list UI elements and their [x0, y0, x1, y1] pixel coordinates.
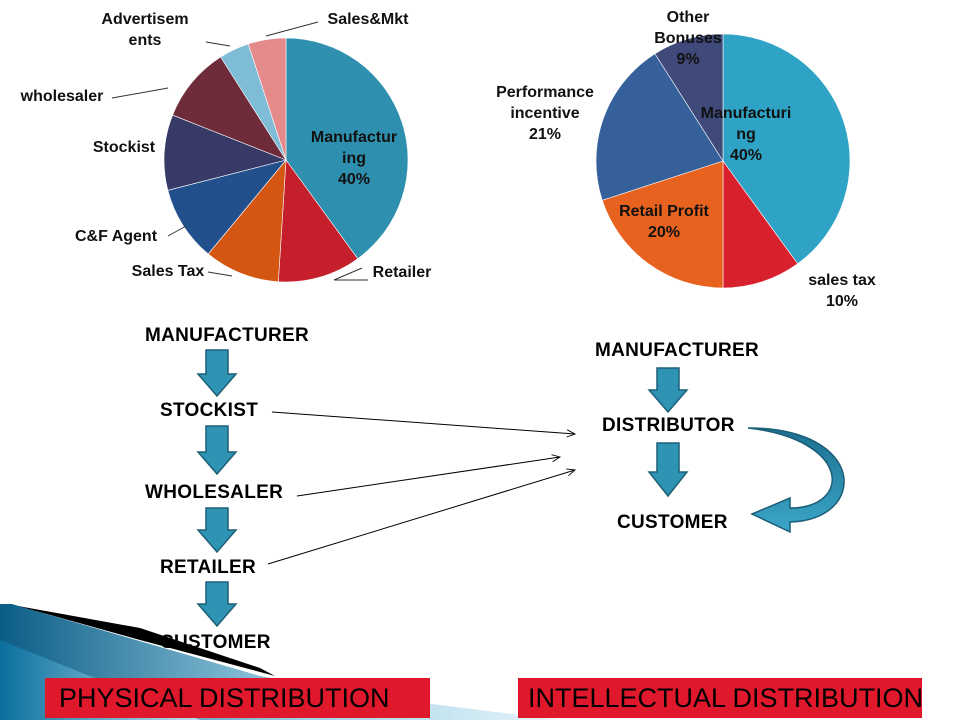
down-arrow-icon [647, 442, 689, 498]
slice-label: Retailer [373, 264, 432, 281]
down-arrow-icon [196, 425, 238, 476]
leader-line [167, 225, 187, 237]
intellectual-step-manufacturer: MANUFACTURER [595, 340, 759, 361]
curved-arrow-icon [747, 427, 845, 534]
intellectual-distribution-banner: INTELLECTUAL DISTRIBUTION [518, 678, 923, 718]
pie-slice [654, 33, 724, 163]
slice-label: Sales&Mkt [328, 11, 410, 28]
down-arrow-icon [647, 367, 689, 414]
pie-slice [247, 37, 287, 161]
slice-label: Sales Tax [132, 263, 205, 280]
intellectual-step-customer: CUSTOMER [617, 512, 728, 533]
pie-slice [595, 53, 724, 201]
physical-step-customer: CUSTOMER [160, 632, 271, 653]
connector-arrow [267, 470, 575, 565]
pie-slice [207, 159, 287, 283]
physical-step-wholesaler: WHOLESALER [145, 482, 283, 503]
connector-arrow [271, 411, 575, 434]
pie-slice [722, 33, 851, 265]
connector-arrow [296, 457, 560, 497]
pie-slice [163, 114, 287, 191]
pie-slice [278, 159, 359, 283]
pie-slice [285, 37, 409, 260]
intellectual-step-distributor: DISTRIBUTOR [602, 415, 735, 436]
leader-line [205, 41, 231, 47]
leader-line [333, 267, 368, 281]
pie-slice [601, 160, 724, 289]
physical-step-retailer: RETAILER [160, 557, 256, 578]
physical-step-stockist: STOCKIST [160, 400, 258, 421]
slice-label: Stockist [93, 139, 156, 156]
down-arrow-icon [196, 507, 238, 554]
physical-distribution-banner: PHYSICAL DISTRIBUTION [45, 678, 430, 718]
leader-line [111, 87, 169, 99]
physical-step-manufacturer: MANUFACTURER [145, 325, 309, 346]
pie-slice [167, 159, 287, 255]
down-arrow-icon [196, 349, 238, 398]
pie-slice [172, 56, 287, 161]
leader-line [265, 21, 319, 37]
pie-slice [722, 160, 799, 289]
slice-label: C&F Agent [75, 228, 158, 245]
leader-line [207, 271, 233, 277]
slice-label: wholesaler [20, 88, 104, 105]
down-arrow-icon [196, 581, 238, 628]
